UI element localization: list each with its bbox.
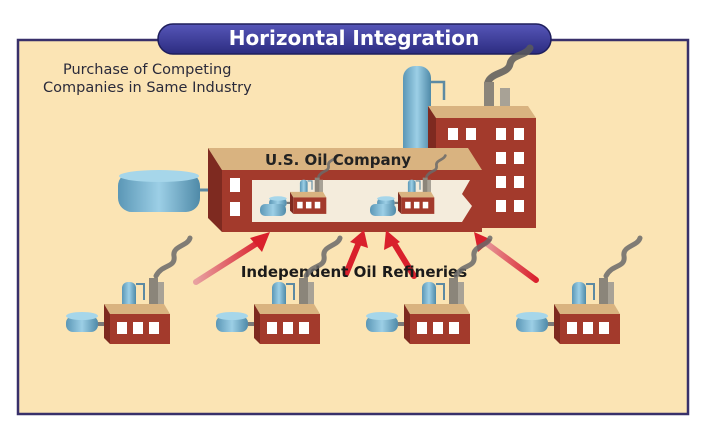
arrow-1 <box>193 232 270 285</box>
subtitle-line-2: Companies in Same Industry <box>43 80 252 96</box>
company-label: U.S. Oil Company <box>265 151 411 169</box>
diagram-title: Horizontal Integration <box>229 26 480 50</box>
refineries-label: Independent Oil Refineries <box>241 263 467 281</box>
subtitle-line-1: Purchase of Competing <box>63 62 231 78</box>
storage-tank <box>118 172 200 212</box>
us-oil-company-building: U.S. Oil Company <box>118 44 536 232</box>
company-roof <box>208 148 482 170</box>
smoke-plume <box>484 44 534 86</box>
arrow-2 <box>343 230 368 277</box>
arrow-3 <box>384 230 417 279</box>
title-banner: Horizontal Integration <box>157 23 552 55</box>
